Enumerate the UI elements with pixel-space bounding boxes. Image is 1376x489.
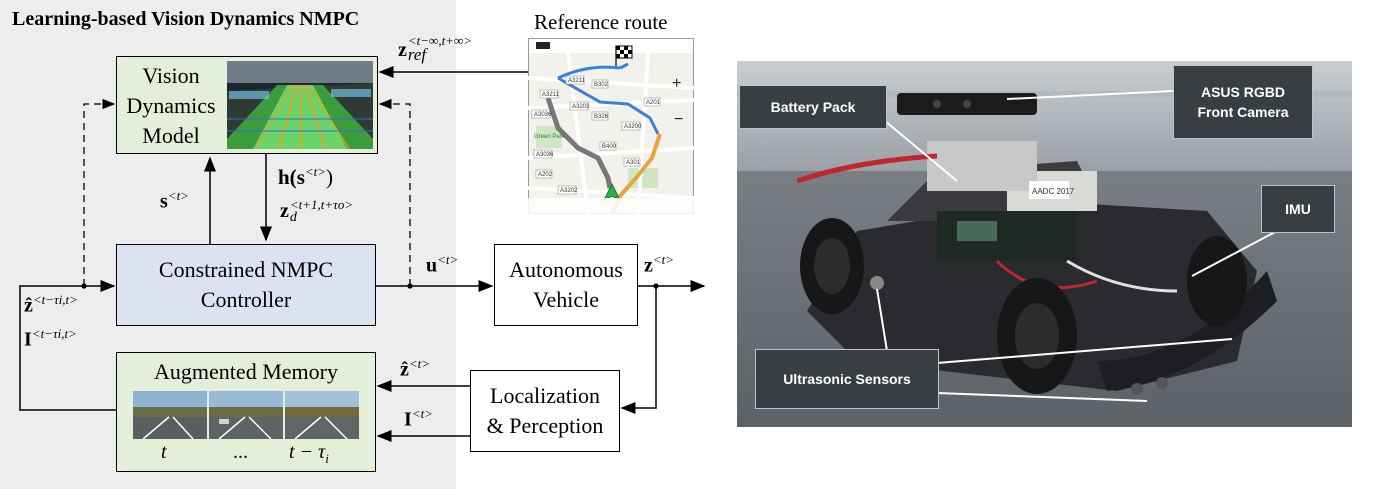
frame-label-t: t xyxy=(161,441,167,463)
map-road-label: B302 xyxy=(594,82,609,88)
map-place-label: Green Park xyxy=(534,134,566,140)
map-road-label: A3211 xyxy=(542,92,560,98)
controller-line1: Constrained NMPC xyxy=(158,257,334,282)
label-ultrasonic-sensors: Ultrasonic Sensors xyxy=(755,349,939,409)
label-z-ref: z<t−∞,t+∞>ref xyxy=(398,33,472,64)
localization-line2: & Perception xyxy=(486,413,604,438)
dashed-memory-feedback xyxy=(83,98,116,286)
map-road-label: A3200 xyxy=(624,124,642,130)
augmented-memory-block: Augmented Memory t ... t − τi xyxy=(116,352,376,472)
frame-label-ellipsis: ... xyxy=(233,441,248,463)
label-battery-pack: Battery Pack xyxy=(739,85,887,129)
vision-model-line3: Model xyxy=(142,123,200,148)
photo-sticker: AADC 2017 xyxy=(1032,187,1075,196)
label-I-memory: I<t−τi,t> xyxy=(24,326,77,351)
vision-model-line1: Vision xyxy=(142,63,200,88)
map-road-label: B400 xyxy=(602,144,617,150)
label-s: s<t> xyxy=(160,188,189,213)
reference-route-title: Reference route xyxy=(534,10,668,34)
label-asus-camera: ASUS RGBD Front Camera xyxy=(1173,65,1313,139)
map-road-label: A201 xyxy=(646,100,661,106)
frame-label-t-minus-tau: t − τi xyxy=(289,441,329,466)
map-road-label: A202 xyxy=(538,172,553,178)
localization-line1: Localization xyxy=(490,383,600,408)
map-road-label: B326 xyxy=(594,114,609,120)
map-road-label: A301 xyxy=(626,160,641,166)
label-imu: IMU xyxy=(1261,185,1335,233)
dashed-u-feedback xyxy=(378,98,411,286)
autonomous-vehicle-block: Autonomous Vehicle xyxy=(494,244,638,326)
localization-perception-block: Localization & Perception xyxy=(470,370,620,452)
memory-frames-image xyxy=(133,391,359,439)
label-z-hat-memory: ẑ<t−τi,t> xyxy=(24,292,78,317)
vision-dynamics-model-block: Vision Dynamics Model xyxy=(116,56,378,154)
map-road-label: A3036 xyxy=(534,112,552,118)
map-road-label: A3036 xyxy=(536,152,554,158)
label-z-d: z<t+1,t+τo>d xyxy=(280,197,354,225)
map-road-label: A3203 xyxy=(572,104,590,110)
label-z: z<t> xyxy=(644,252,675,277)
svg-text:−: − xyxy=(674,111,683,128)
label-z-hat: ẑ<t> xyxy=(400,356,431,381)
arrow-memory-controller xyxy=(19,280,118,411)
panel-title: Learning-based Vision Dynamics NMPC xyxy=(12,8,360,30)
arrow-z-localization xyxy=(620,286,657,414)
vehicle-line2: Vehicle xyxy=(533,287,599,312)
nmpc-controller-block: Constrained NMPC Controller xyxy=(116,244,376,326)
svg-text:+: + xyxy=(672,75,681,92)
label-u: u<t> xyxy=(426,252,459,277)
vehicle-line1: Autonomous xyxy=(509,257,623,282)
controller-line2: Controller xyxy=(200,287,292,312)
vehicle-photo: AADC 2017 Battery Pack ASUS RGBD Front C… xyxy=(737,61,1352,427)
map-road-label: A3202 xyxy=(560,188,578,194)
memory-title: Augmented Memory xyxy=(154,359,338,384)
reference-route-map: + − A3211 A3211 B326 A3203 A3036 A3036 A… xyxy=(528,38,694,214)
label-h-of-s: h(s<t>) xyxy=(278,164,334,189)
label-I: I<t> xyxy=(404,406,433,431)
vision-model-line2: Dynamics xyxy=(126,93,216,118)
road-segmentation-image xyxy=(227,61,373,149)
map-road-label: A3211 xyxy=(568,78,586,84)
